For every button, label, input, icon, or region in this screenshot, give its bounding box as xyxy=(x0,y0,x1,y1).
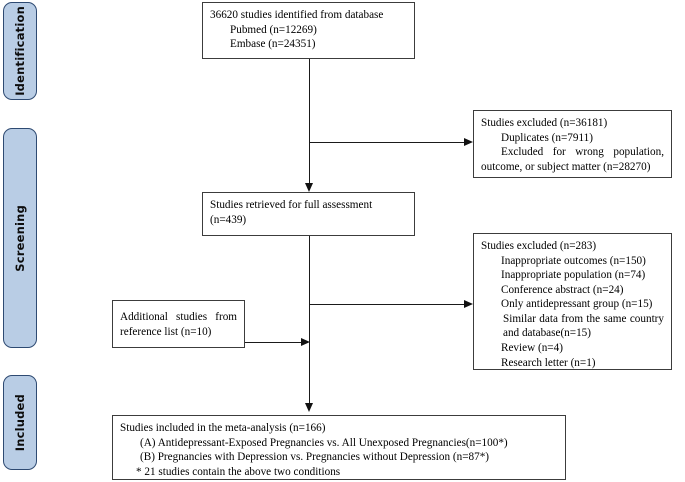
arrow-to-full-assessment xyxy=(305,183,313,192)
excluded-screening-line-2: Duplicates (n=7911) xyxy=(501,131,593,144)
box-additional-records: Additional studies from reference list (… xyxy=(112,300,245,348)
excluded-full-text-line-3: Inappropriate population (n=74) xyxy=(501,269,646,282)
excluded-full-text-line-4: Conference abstract (n=24) xyxy=(501,283,624,296)
box-excluded-full-text: Studies excluded (n=283) Inappropriate o… xyxy=(473,233,672,370)
connector-branch-excluded-screening xyxy=(309,142,465,144)
database-search-line-1: 36620 studies identified from database xyxy=(210,9,384,21)
phase-tab-included: Included xyxy=(3,375,37,470)
box-excluded-screening: Studies excluded (n=36181) Duplicates (n… xyxy=(473,110,672,178)
full-assessment-line-2: (n=439) xyxy=(210,213,247,226)
additional-records-line-1: Additional studies from reference list (… xyxy=(120,310,237,338)
included-studies-line-3: (B) Pregnancies with Depression vs. Preg… xyxy=(140,451,490,464)
excluded-full-text-line-8: Research letter (n=1) xyxy=(501,356,596,369)
connector-branch-excluded-full-text xyxy=(309,304,465,306)
full-assessment-line-1: Studies retrieved for full assessment xyxy=(210,199,373,211)
phase-tab-screening-label: Screening xyxy=(13,204,27,272)
excluded-screening-line-3: Excluded for wrong population, outcome, … xyxy=(481,146,664,173)
box-included-studies: Studies included in the meta-analysis (n… xyxy=(112,415,566,480)
excluded-full-text-line-5: Only antidepressant group (n=15) xyxy=(501,298,653,311)
excluded-screening-line-1: Studies excluded (n=36181) xyxy=(481,117,608,129)
excluded-full-text-line-7: Review (n=4) xyxy=(501,341,563,354)
included-studies-line-4: * 21 studies contain the above two condi… xyxy=(136,465,341,478)
included-studies-line-1: Studies included in the meta-analysis (n… xyxy=(120,422,326,434)
connector-additional-records xyxy=(245,342,302,344)
box-full-assessment: Studies retrieved for full assessment (n… xyxy=(202,192,415,236)
arrow-additional-records-to-trunk xyxy=(301,337,310,346)
phase-tab-identification: Identification xyxy=(3,2,37,100)
connector-trunk-upper xyxy=(309,59,311,184)
arrow-to-excluded-screening xyxy=(464,137,473,146)
database-search-line-2: Pubmed (n=12269) xyxy=(230,23,317,36)
included-studies-line-2: (A) Antidepressant-Exposed Pregnancies v… xyxy=(140,436,508,449)
box-database-search: 36620 studies identified from database P… xyxy=(202,2,415,59)
arrow-to-excluded-full-text xyxy=(464,299,473,308)
excluded-full-text-line-1: Studies excluded (n=283) xyxy=(481,240,597,252)
phase-tab-identification-label: Identification xyxy=(13,6,27,96)
phase-tab-screening: Screening xyxy=(3,128,37,348)
excluded-full-text-line-6: Similar data from the same country and d… xyxy=(503,312,664,340)
connector-trunk-lower xyxy=(309,236,311,404)
excluded-full-text-line-2: Inappropriate outcomes (n=150) xyxy=(501,254,646,267)
phase-tab-included-label: Included xyxy=(13,393,27,452)
database-search-line-3: Embase (n=24351) xyxy=(230,38,316,51)
arrow-to-included-studies xyxy=(305,403,313,412)
